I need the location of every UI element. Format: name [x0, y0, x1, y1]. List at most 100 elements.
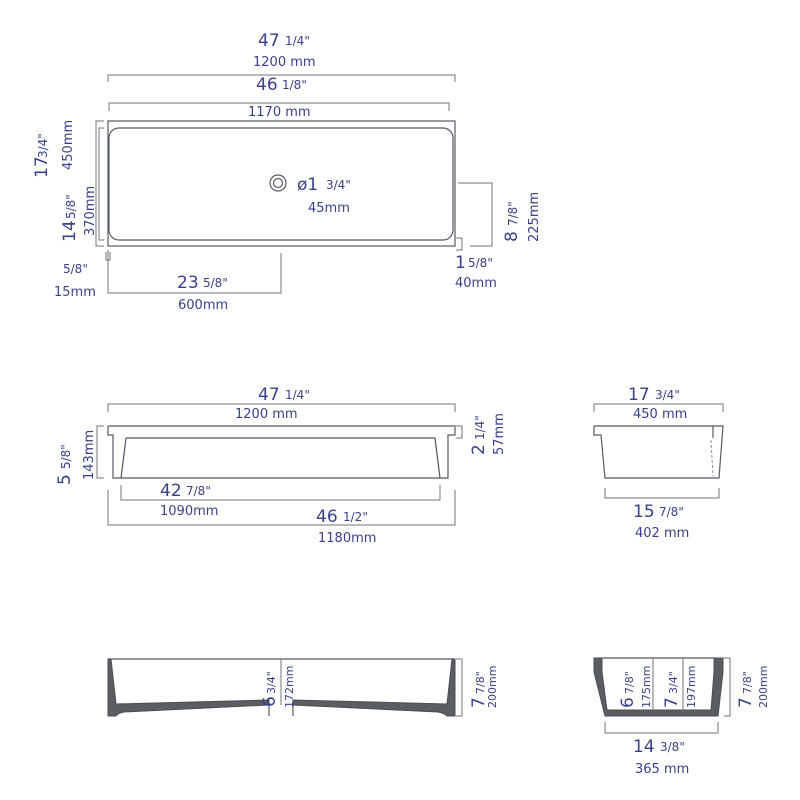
dim-inner-width-mm: 1170 mm — [248, 105, 311, 120]
dim-cross-inner-height-a-frac: 7/8" — [623, 671, 636, 694]
long-section-wall-right — [292, 658, 456, 717]
drain-outer — [269, 174, 287, 192]
side-outline — [593, 425, 724, 479]
dim-inner-depth-mm: 370mm — [83, 186, 98, 236]
dim-side-gap-inch: 1 — [455, 253, 466, 273]
front-view: 47 1/4" 1200 mm 5 5/8" 143mm 2 1/4" 57mm… — [55, 385, 507, 546]
dim-line-front-gap — [105, 252, 111, 261]
dim-front-height-inch: 5 — [55, 474, 75, 485]
basin-outer-outline — [107, 120, 456, 247]
dim-front-base-width-inch: 46 — [316, 507, 338, 527]
cross-section-body — [593, 657, 724, 717]
dim-drain-center-inch: 23 — [177, 273, 199, 293]
dim-overall-depth-mm: 450mm — [61, 120, 76, 170]
dim-overall-width-inch: 47 — [258, 31, 280, 51]
basin-inner-outline — [108, 127, 454, 241]
dim-front-inner-bottom-mm: 1090mm — [160, 504, 218, 519]
dim-side-overall-depth-mm: 450 mm — [633, 407, 687, 422]
dim-cross-inner-height-b-inch: 7 — [662, 697, 682, 708]
dim-line-inner-depth — [98, 127, 104, 241]
dim-cross-height-inch: 7 — [736, 697, 756, 708]
dim-line-side-overall-depth — [593, 403, 724, 412]
dim-long-height-frac: 7/8" — [474, 671, 487, 694]
dim-front-inner-bottom-inch: 42 — [160, 481, 182, 501]
dim-inner-depth-inch: 14 — [60, 220, 80, 242]
dim-front-overall-width-frac: 1/4" — [285, 388, 310, 402]
dim-overall-width-mm: 1200 mm — [253, 55, 316, 70]
dim-drain-mm: 45mm — [308, 201, 350, 216]
drain-inner — [272, 177, 284, 189]
dim-front-base-width-frac: 1/2" — [343, 510, 368, 524]
dim-line-drain-center — [107, 250, 282, 294]
dim-front-rim-height-mm: 57mm — [492, 413, 507, 455]
top-view: 47 1/4" 1200 mm 46 1/8" 1170 mm 17 3/4" … — [32, 31, 542, 313]
dim-front-rim-height-frac: 1/4" — [473, 415, 487, 440]
dim-cross-inner-height-b-frac: 3/4" — [667, 671, 680, 694]
dim-cross-base-depth-mm: 365 mm — [635, 762, 689, 777]
dim-cross-inner-height-a-mm: 175mm — [640, 666, 653, 708]
cross-section: 6 7/8" 175mm 7 3/4" 197mm 7 7/8" 200mm 1… — [593, 657, 770, 777]
dim-side-base-depth-inch: 15 — [633, 502, 655, 522]
dim-side-depth-inch: 8 — [502, 231, 522, 242]
dim-side-gap-frac: 5/8" — [468, 256, 493, 270]
dim-line-overall-depth — [95, 120, 104, 247]
dim-cross-height-frac: 7/8" — [741, 671, 754, 694]
dim-side-depth-frac: 7/8" — [506, 201, 520, 226]
dim-front-gap-frac: 5/8" — [63, 262, 88, 276]
dim-drain-center-frac: 5/8" — [203, 276, 228, 290]
dim-line-front-inner-bottom — [120, 485, 441, 501]
dim-side-depth-mm: 225mm — [527, 192, 542, 242]
dim-front-height-mm: 143mm — [82, 430, 97, 480]
dim-drain-inch: ø1 — [297, 175, 318, 195]
dim-overall-width-frac: 1/4" — [285, 34, 310, 48]
dim-cross-inner-height-a-inch: 6 — [618, 697, 638, 708]
dim-front-height-frac: 5/8" — [59, 444, 73, 469]
dim-line-side-depth — [458, 182, 493, 247]
dim-front-overall-width-inch: 47 — [258, 385, 280, 405]
dim-overall-depth-inch: 17 — [32, 156, 52, 178]
dim-line-side-gap — [456, 237, 463, 251]
dim-cross-base-depth-frac: 3/8" — [660, 740, 685, 754]
dim-line-front-rim-height — [456, 425, 463, 439]
dim-long-inner-height-inch: 6 — [260, 696, 280, 707]
front-inner-outline-right — [434, 437, 441, 479]
dim-inner-width-inch: 46 — [256, 75, 278, 95]
dim-long-height-inch: 7 — [469, 697, 489, 708]
front-outer-outline — [107, 425, 456, 479]
dim-line-cross-height — [724, 657, 731, 717]
dim-side-base-depth-mm: 402 mm — [635, 526, 689, 541]
dim-inner-width-frac: 1/8" — [282, 78, 307, 92]
dim-front-overall-width-mm: 1200 mm — [235, 407, 298, 422]
dim-side-base-depth-frac: 7/8" — [659, 505, 684, 519]
dim-long-inner-height-frac: 3/4" — [265, 671, 278, 694]
dim-line-overall-width — [107, 74, 456, 82]
front-inner-outline — [120, 437, 127, 479]
dim-cross-height-mm: 200mm — [757, 666, 770, 708]
dim-line-side-base-depth — [604, 488, 720, 499]
dim-drain-frac: 3/4" — [326, 178, 351, 192]
dim-line-inner-width — [108, 102, 450, 111]
long-section-wall-left — [107, 658, 270, 717]
dim-side-gap-mm: 40mm — [455, 276, 497, 291]
dim-line-front-base-width — [107, 490, 456, 526]
dim-line-front-overall-width — [107, 403, 456, 412]
dim-overall-depth-frac: 3/4" — [36, 133, 50, 158]
dim-long-inner-height-mm: 172mm — [283, 666, 296, 708]
dim-drain-center-mm: 600mm — [178, 298, 228, 313]
long-section: 6 3/4" 172mm 7 7/8" 200mm — [107, 658, 499, 717]
dim-front-gap-mm: 15mm — [54, 285, 96, 300]
dim-inner-depth-frac: 5/8" — [64, 194, 78, 219]
dim-side-overall-depth-frac: 3/4" — [655, 388, 680, 402]
dim-front-rim-height-inch: 2 — [469, 444, 489, 455]
dim-front-inner-bottom-frac: 7/8" — [186, 484, 211, 498]
side-view: 17 3/4" 450 mm 15 7/8" 402 mm — [593, 385, 724, 541]
dim-cross-inner-height-b-mm: 197mm — [685, 666, 698, 708]
dim-line-cross-base-depth — [604, 722, 719, 734]
dim-line-long-height — [456, 658, 463, 717]
dim-long-height-mm: 200mm — [486, 666, 499, 708]
dim-line-front-height — [96, 425, 104, 479]
dim-cross-base-depth-inch: 14 — [633, 737, 655, 757]
side-hidden-line — [710, 439, 714, 477]
dim-side-overall-depth-inch: 17 — [628, 385, 650, 405]
